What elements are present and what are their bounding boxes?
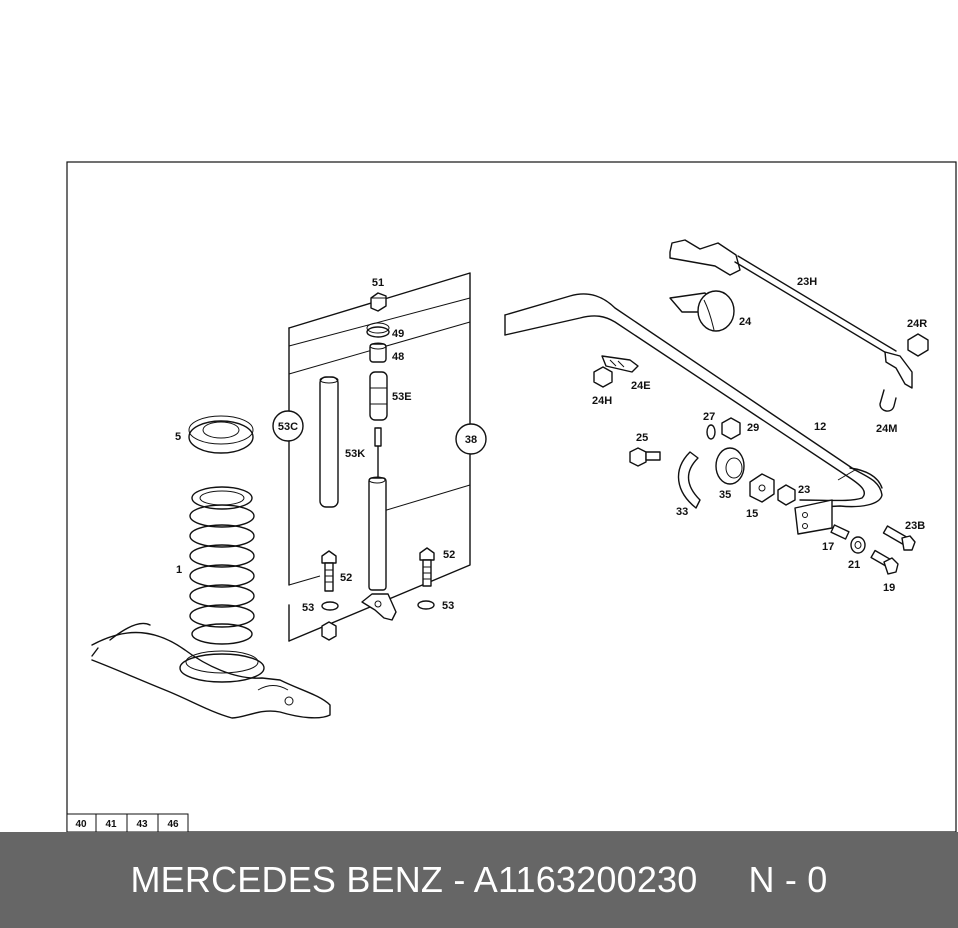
footer-banner: MERCEDES BENZ - A1163200230 N - 0 <box>0 832 958 928</box>
label-35: 35 <box>719 489 731 501</box>
label-15: 15 <box>746 508 758 520</box>
label-52-left: 52 <box>340 572 352 584</box>
washer-49-icon <box>366 322 390 338</box>
tab-43-label: 43 <box>136 819 148 830</box>
bolt-19-icon <box>870 549 899 575</box>
label-1: 1 <box>176 564 182 576</box>
label-49: 49 <box>392 328 404 340</box>
bolt-24e-icon <box>601 355 639 373</box>
nut-51-icon <box>370 292 387 312</box>
coil-spring-1-icon <box>189 486 255 645</box>
label-23b: 23B <box>905 520 925 532</box>
lower-control-arm-icon <box>91 622 331 719</box>
nut-24r-icon <box>907 333 929 357</box>
callout-38-label: 38 <box>465 434 477 446</box>
bolt-23b-icon <box>882 525 916 551</box>
rubber-mount-35-icon <box>715 447 745 485</box>
label-24e: 24E <box>631 380 651 392</box>
nut-29-icon <box>721 417 741 440</box>
label-19: 19 <box>883 582 895 594</box>
bolt-52-right-icon <box>419 547 435 587</box>
bolt-25-icon <box>629 447 661 467</box>
label-5: 5 <box>175 431 181 443</box>
nut-23-icon <box>777 484 796 506</box>
bump-stop-53e-icon <box>369 371 388 421</box>
label-52-right: 52 <box>443 549 455 561</box>
label-53-left: 53 <box>302 602 314 614</box>
tab-40-label: 40 <box>75 819 87 830</box>
bushing-48-icon <box>369 342 387 363</box>
tab-46[interactable] <box>157 813 189 832</box>
washer-53-left-icon <box>321 601 339 611</box>
washer-27-icon <box>706 424 716 440</box>
tab-41-label: 41 <box>105 819 117 830</box>
plate-15-icon <box>749 473 775 503</box>
bracket-24-icon <box>669 290 735 332</box>
label-23h: 23H <box>797 276 817 288</box>
shock-absorber-icon <box>361 427 397 621</box>
label-53e: 53E <box>392 391 412 403</box>
label-24r: 24R <box>907 318 927 330</box>
nut-24h-icon <box>593 366 613 388</box>
label-24: 24 <box>739 316 752 328</box>
callout-53c: 53C <box>272 410 304 442</box>
label-53-right: 53 <box>442 600 454 612</box>
tab-46-label: 46 <box>167 819 179 830</box>
pin-17-icon <box>830 524 850 540</box>
label-51: 51 <box>372 277 384 289</box>
callout-53c-label: 53C <box>278 421 298 433</box>
diagram-frame <box>66 161 957 832</box>
footer-part-number: MERCEDES BENZ - A1163200230 N - 0 <box>130 859 828 900</box>
label-12: 12 <box>814 421 826 433</box>
washer-21-icon <box>850 536 866 554</box>
label-53k: 53K <box>345 448 365 460</box>
washer-53-right-icon <box>417 600 435 610</box>
clamp-33-icon <box>677 451 701 509</box>
label-24h: 24H <box>592 395 612 407</box>
callout-38: 38 <box>455 423 487 455</box>
label-21: 21 <box>848 559 860 571</box>
label-17: 17 <box>822 541 834 553</box>
bolt-52-left-icon <box>321 550 337 592</box>
label-29: 29 <box>747 422 759 434</box>
stabilizer-bar-12-icon <box>504 293 883 535</box>
label-27: 27 <box>703 411 715 423</box>
label-24m: 24M <box>876 423 897 435</box>
sleeve-53k-icon <box>319 376 339 508</box>
parts-diagram: 53C 38 51 49 48 53E 53K 5 1 52 53 <box>66 161 957 832</box>
label-48: 48 <box>392 351 404 363</box>
tie-rod-23h-icon <box>669 239 913 389</box>
spring-pad-5-icon <box>188 415 254 454</box>
u-bolt-24m-icon <box>879 389 897 412</box>
label-33: 33 <box>676 506 688 518</box>
page-tabs: 40 41 43 46 <box>66 813 189 832</box>
label-25: 25 <box>636 432 648 444</box>
nut-bottom-icon <box>321 621 337 641</box>
label-23: 23 <box>798 484 810 496</box>
